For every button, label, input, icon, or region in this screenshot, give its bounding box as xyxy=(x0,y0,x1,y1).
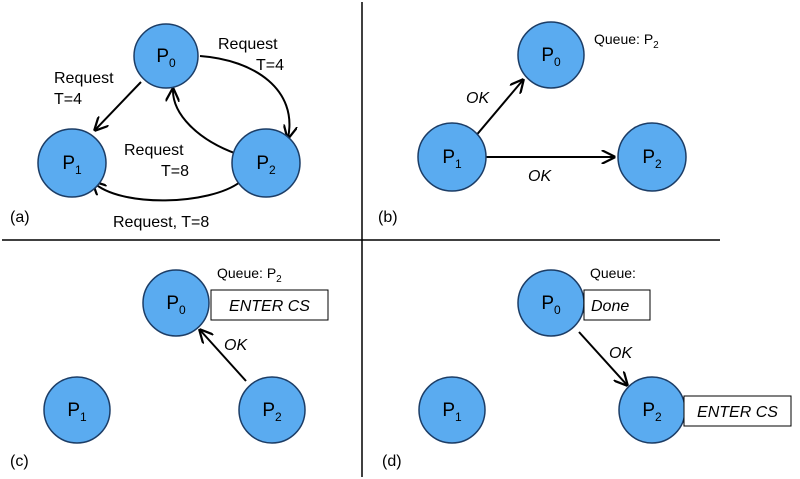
node-p0-label: P0 xyxy=(166,293,186,317)
req-p0-p1-line2: T=4 xyxy=(54,91,82,108)
panel-a-label: (a) xyxy=(10,209,30,226)
node-p2-label: P2 xyxy=(256,153,276,177)
edge-p2-to-p0-ok xyxy=(200,330,247,382)
node-p0-label: P0 xyxy=(541,45,561,69)
node-p2-label: P2 xyxy=(642,400,662,424)
edge-p2-to-p1 xyxy=(93,182,241,202)
edge-p0-to-p2 xyxy=(199,55,289,138)
node-p1-circle xyxy=(417,122,487,192)
node-p0-label: P0 xyxy=(541,293,561,317)
req-p0-p2-line1: Request xyxy=(218,36,278,53)
panel-d: P0 P1 P2 Queue: Done ENTER CS OK (d) xyxy=(382,265,792,470)
node-p2-circle xyxy=(238,376,306,444)
node-p2-label: P2 xyxy=(262,400,282,424)
node-p0: P0 xyxy=(142,269,210,337)
ok-p0-p2-label: OK xyxy=(609,345,633,362)
req-p2-p1-label: Request, T=8 xyxy=(113,214,209,231)
edge-p1-to-p0-ok xyxy=(473,80,523,139)
enter-cs-label: ENTER CS xyxy=(229,298,310,315)
queue-label: Queue: P2 xyxy=(217,265,282,285)
ok-p1-p0-label: OK xyxy=(466,90,490,107)
req-p0-p2-line2: T=4 xyxy=(256,57,284,74)
node-p1-label: P1 xyxy=(67,400,87,424)
edge-p2-to-p0 xyxy=(173,89,238,155)
req-p0-p1-line1: Request xyxy=(54,70,114,87)
node-p0-circle xyxy=(142,269,210,337)
node-p0-circle xyxy=(517,21,585,89)
node-p1-label: P1 xyxy=(442,147,462,171)
enter-cs-box xyxy=(683,395,792,427)
panel-c: P0 P1 P2 Queue: P2 ENTER CS OK (c) xyxy=(10,265,329,470)
done-label: Done xyxy=(591,298,629,315)
panel-d-label: (d) xyxy=(382,453,402,470)
panel-c-label: (c) xyxy=(10,453,29,470)
node-p0: P0 xyxy=(517,21,585,89)
node-p1-circle xyxy=(37,128,107,198)
panel-b: P0 P1 P2 Queue: P2 OK OK (b) xyxy=(378,21,687,226)
node-p2-circle xyxy=(617,122,687,192)
node-p2-label: P2 xyxy=(642,147,662,171)
node-p0-label: P0 xyxy=(156,46,176,70)
node-p1-circle xyxy=(418,376,486,444)
edge-p0-to-p2-ok xyxy=(578,331,627,385)
req-p2-p0-line2: T=8 xyxy=(161,163,189,180)
node-p1: P1 xyxy=(37,128,107,198)
panel-b-label: (b) xyxy=(378,209,398,226)
node-p1: P1 xyxy=(418,376,486,444)
node-p1: P1 xyxy=(417,122,487,192)
node-p1: P1 xyxy=(43,376,111,444)
node-p2: P2 xyxy=(618,376,686,444)
node-p1-label: P1 xyxy=(62,153,82,177)
node-p0: P0 xyxy=(133,23,199,89)
panel-a: P0 P1 P2 Request T=4 Request T=4 Request… xyxy=(10,23,301,231)
node-p2: P2 xyxy=(231,128,301,198)
queue-label: Queue: P2 xyxy=(594,31,659,51)
node-p1-label: P1 xyxy=(442,400,462,424)
done-box xyxy=(583,289,651,321)
node-p0: P0 xyxy=(517,269,585,337)
node-p2-circle xyxy=(231,128,301,198)
ok-p1-p2-label: OK xyxy=(528,168,552,185)
edge-p0-to-p1 xyxy=(95,81,142,130)
ok-p2-p0-label: OK xyxy=(224,337,248,354)
node-p2: P2 xyxy=(238,376,306,444)
enter-cs-box xyxy=(210,289,329,321)
enter-cs-label: ENTER CS xyxy=(697,404,778,421)
node-p0-circle xyxy=(133,23,199,89)
node-p1-circle xyxy=(43,376,111,444)
node-p2: P2 xyxy=(617,122,687,192)
req-p2-p0-line1: Request xyxy=(124,142,184,159)
queue-label: Queue: xyxy=(590,265,636,281)
